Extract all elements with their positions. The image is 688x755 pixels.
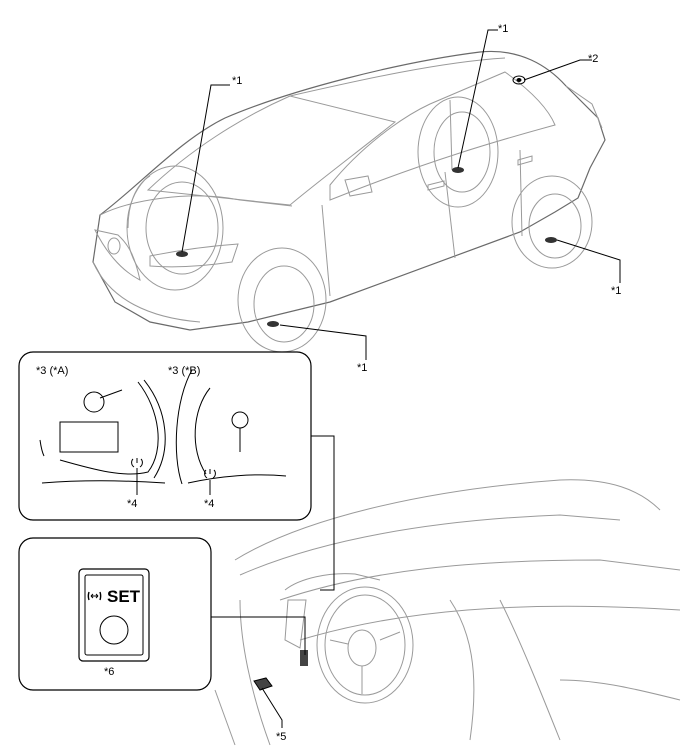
label-warning-b: *4 bbox=[204, 498, 214, 510]
label-tire-front-left: *1 bbox=[232, 75, 242, 87]
tire-arrows-icon bbox=[87, 591, 102, 601]
label-tire-rear-left: *1 bbox=[498, 23, 508, 35]
meter-type-b bbox=[175, 369, 287, 485]
meter-type-a bbox=[39, 379, 166, 484]
label-warning-a: *4 bbox=[127, 498, 137, 510]
label-set-switch: *6 bbox=[104, 666, 114, 678]
label-tire-rear-right: *1 bbox=[611, 285, 621, 297]
leader-lines-meter bbox=[136, 468, 211, 495]
tire-pressure-sensors bbox=[176, 167, 557, 327]
vehicle-illustration bbox=[92, 50, 606, 353]
label-meter-b: *3 (*B) bbox=[168, 365, 200, 377]
label-receiver: *2 bbox=[588, 53, 598, 65]
label-tire-front-right: *1 bbox=[357, 362, 367, 374]
label-meter-a: *3 (*A) bbox=[36, 365, 68, 377]
switch-callout-box bbox=[18, 537, 212, 691]
tpms-warning-light-a bbox=[131, 458, 143, 468]
leader-lines-vehicle bbox=[181, 29, 621, 360]
dashboard-illustration bbox=[214, 479, 681, 746]
set-switch-text: SET bbox=[107, 587, 141, 606]
tpms-warning-light-b bbox=[204, 469, 216, 479]
leader-lines-dashboard bbox=[211, 435, 335, 728]
label-ecu: *5 bbox=[276, 731, 286, 743]
